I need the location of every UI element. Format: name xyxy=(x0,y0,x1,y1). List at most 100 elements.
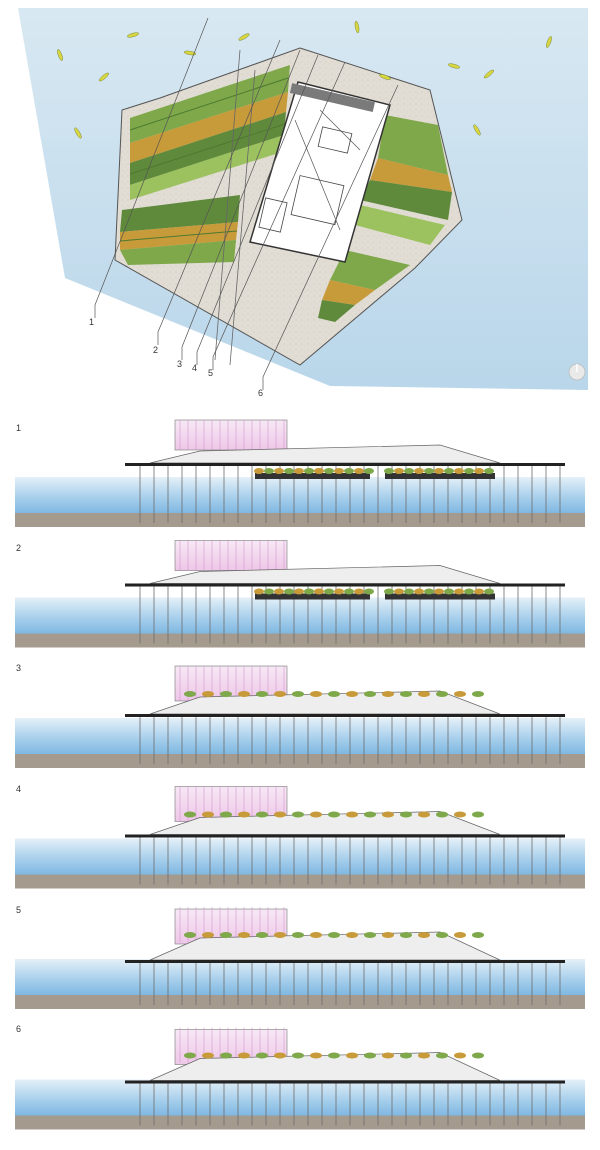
plan-walkways xyxy=(214,49,256,366)
section-planting xyxy=(310,691,322,697)
section-planting xyxy=(454,1052,466,1059)
section-planting xyxy=(346,932,358,938)
section-planting xyxy=(274,811,286,818)
section-planting xyxy=(400,932,412,938)
section-planting xyxy=(314,588,324,595)
section-soil xyxy=(15,995,585,1009)
section-soil xyxy=(15,1115,585,1130)
section-deck xyxy=(125,834,565,838)
section-planting xyxy=(424,588,434,595)
section-planter xyxy=(385,593,495,600)
section-planting xyxy=(400,691,412,697)
section-planting xyxy=(382,811,394,818)
section-water xyxy=(15,597,585,634)
section-planting xyxy=(344,468,354,474)
section-planter xyxy=(255,593,325,600)
section-planting xyxy=(382,932,394,938)
plan-leader-lines xyxy=(94,17,399,390)
section-planting xyxy=(334,588,344,595)
section-soil xyxy=(15,633,585,648)
section-planting xyxy=(464,588,474,595)
section-planting xyxy=(354,588,364,595)
section-planting xyxy=(472,932,484,938)
section-planting xyxy=(344,588,354,595)
section-planting xyxy=(264,468,274,474)
section-deck xyxy=(125,960,565,963)
section-planting xyxy=(274,691,286,697)
section-soil xyxy=(15,874,585,889)
section-planting xyxy=(256,811,268,818)
section-planting xyxy=(184,811,196,818)
section-planter xyxy=(255,473,325,479)
section-planting xyxy=(400,1052,412,1059)
section-deck xyxy=(125,714,565,717)
section-greenhouse xyxy=(174,540,288,571)
section-planting xyxy=(202,691,214,697)
site-plan xyxy=(18,8,588,390)
section-planting xyxy=(382,691,394,697)
section-deck xyxy=(125,463,565,466)
section-planting xyxy=(292,932,304,938)
section-planting xyxy=(256,932,268,938)
section-planting xyxy=(364,691,376,697)
section-planting xyxy=(292,691,304,697)
section-planting xyxy=(334,468,344,474)
section-2 xyxy=(15,540,585,648)
section-planting xyxy=(294,468,304,474)
plan-building xyxy=(249,81,391,263)
section-planting xyxy=(294,588,304,595)
section-planting xyxy=(414,468,424,474)
section-4 xyxy=(15,786,585,889)
section-planting xyxy=(254,468,264,474)
section-water xyxy=(15,477,585,513)
section-3 xyxy=(15,665,585,768)
section-5 xyxy=(15,907,585,1009)
section-deck xyxy=(125,583,565,587)
section-planting xyxy=(436,811,448,818)
section-planting xyxy=(238,811,250,818)
section-planting xyxy=(464,468,474,474)
section-planting xyxy=(384,468,394,474)
section-planting xyxy=(238,1052,250,1059)
section-planting xyxy=(364,811,376,818)
section-water xyxy=(15,718,585,754)
section-planting xyxy=(444,588,454,595)
section-planting xyxy=(328,1052,340,1059)
section-planting xyxy=(444,468,454,474)
section-planting xyxy=(220,932,232,938)
section-planting xyxy=(284,588,294,595)
section-planting xyxy=(404,588,414,595)
compass-icon xyxy=(568,363,586,381)
section-planting xyxy=(474,468,484,474)
section-planting xyxy=(202,932,214,938)
section-planting xyxy=(310,811,322,818)
section-planter xyxy=(305,473,370,479)
section-planting xyxy=(328,811,340,818)
section-planting xyxy=(364,1052,376,1059)
plan-label-5: 5 xyxy=(208,368,214,378)
section-planting xyxy=(304,468,314,474)
section-planting xyxy=(384,588,394,595)
section-planting xyxy=(484,468,494,474)
section-planting xyxy=(454,468,464,474)
section-planting xyxy=(418,1052,430,1059)
section-planting xyxy=(484,588,494,595)
section-planting xyxy=(274,1052,286,1059)
section-planting xyxy=(394,468,404,474)
section-planting xyxy=(414,588,424,595)
section-planting xyxy=(220,1052,232,1059)
section-soil xyxy=(15,513,585,527)
section-deck xyxy=(125,1080,565,1084)
section-planting xyxy=(292,1052,304,1059)
section-planting xyxy=(274,588,284,595)
section-planting xyxy=(436,691,448,697)
section-planter xyxy=(385,473,495,479)
section-number-5: 5 xyxy=(16,905,22,915)
section-planting xyxy=(328,932,340,938)
section-planting xyxy=(254,588,264,595)
section-planting xyxy=(454,932,466,938)
plan-fields-right xyxy=(318,115,452,322)
section-planting xyxy=(324,468,334,474)
plan-fields-left xyxy=(119,65,290,265)
